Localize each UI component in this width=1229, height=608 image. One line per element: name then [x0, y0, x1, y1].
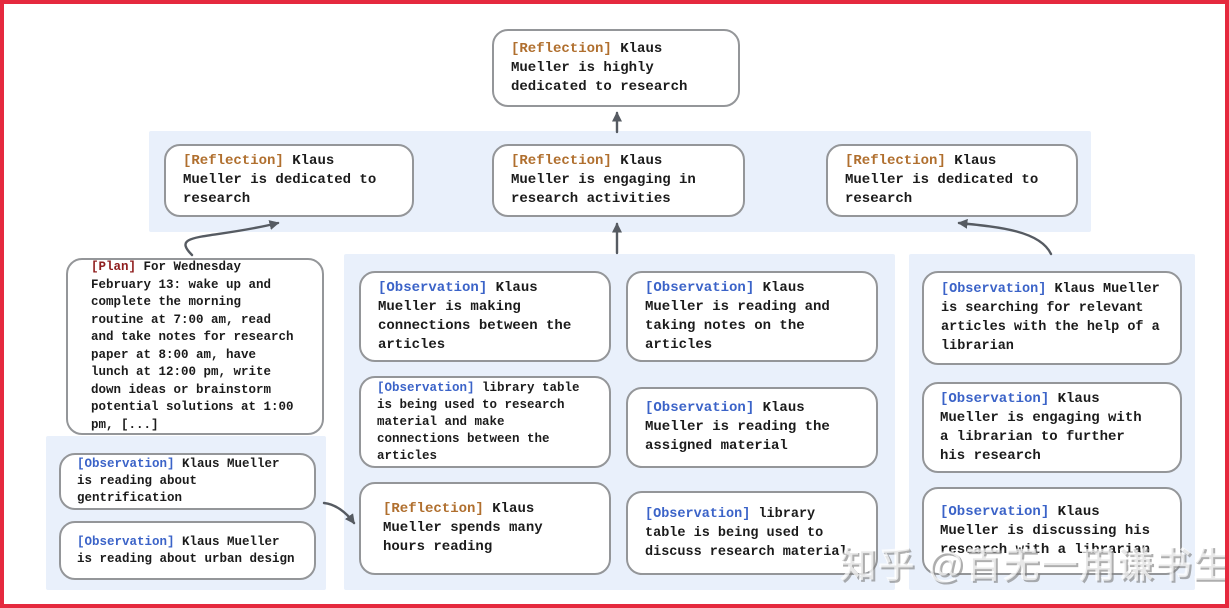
node-obs-making-connections: [Observation] Klaus Mueller is making co… — [359, 271, 611, 362]
node-text: [Observation] library table is being use… — [377, 380, 593, 465]
observation-tag: [Observation] — [940, 503, 1050, 520]
node-obs-library-research: [Observation] library table is being use… — [359, 376, 611, 468]
observation-tag: [Observation] — [77, 534, 175, 549]
node-body: Klaus Mueller is making connections betw… — [378, 279, 572, 353]
node-text: [Observation] Klaus Mueller is reading a… — [77, 534, 298, 568]
node-obs-gentrification: [Observation] Klaus Mueller is reading a… — [59, 453, 316, 510]
observation-tag: [Observation] — [77, 457, 175, 471]
node-text: [Reflection] Klaus Mueller is dedicated … — [183, 152, 395, 209]
observation-tag: [Observation] — [940, 390, 1050, 407]
node-obs-taking-notes: [Observation] Klaus Mueller is reading a… — [626, 271, 878, 362]
node-text: [Observation] Klaus Mueller is reading t… — [645, 399, 859, 456]
observation-tag: [Observation] — [645, 400, 755, 416]
node-obs-urban-design: [Observation] Klaus Mueller is reading a… — [59, 521, 316, 580]
node-body: Klaus Mueller is searching for relevant … — [941, 282, 1160, 354]
reflection-tag: [Reflection] — [511, 153, 612, 169]
node-body: library table is being used to research … — [377, 380, 580, 463]
node-body: library table is being used to discuss r… — [645, 506, 848, 560]
node-plan: [Plan] For Wednesday February 13: wake u… — [66, 258, 324, 435]
node-body: Klaus Mueller is reading the assigned ma… — [645, 400, 830, 454]
node-reflection-hours-reading: [Reflection] Klaus Mueller spends many h… — [359, 482, 611, 575]
node-row2-left-reflection: [Reflection] Klaus Mueller is dedicated … — [164, 144, 414, 217]
node-body: Klaus Mueller is engaging in research ac… — [511, 153, 696, 207]
node-top-reflection: [Reflection] Klaus Mueller is highly ded… — [492, 29, 740, 107]
node-text: [Reflection] Klaus Mueller is dedicated … — [845, 152, 1059, 209]
node-text: [Plan] For Wednesday February 13: wake u… — [91, 259, 299, 434]
reflection-tag: [Reflection] — [511, 40, 612, 57]
node-text: [Observation] Klaus Mueller is engaging … — [940, 390, 1154, 466]
node-text: [Observation] Klaus Mueller is making co… — [378, 279, 592, 355]
node-text: [Observation] Klaus Mueller is searching… — [941, 280, 1163, 356]
node-obs-assigned-material: [Observation] Klaus Mueller is reading t… — [626, 387, 878, 468]
reflection-tag: [Reflection] — [383, 501, 484, 517]
node-body: For Wednesday February 13: wake up and c… — [91, 260, 294, 432]
node-text: [Observation] Klaus Mueller is reading a… — [77, 456, 298, 507]
observation-tag: [Observation] — [941, 282, 1047, 297]
node-body: Klaus Mueller is reading about gentrific… — [77, 457, 280, 505]
node-text: [Reflection] Klaus Mueller is engaging i… — [511, 152, 726, 209]
node-text: [Reflection] Klaus Mueller is highly ded… — [511, 40, 721, 97]
node-body: Klaus Mueller is dedicated to research — [845, 153, 1039, 207]
node-body: Klaus Mueller is highly dedicated to res… — [511, 40, 688, 95]
node-body: Klaus Mueller spends many hours reading — [383, 501, 543, 555]
observation-tag: [Observation] — [378, 279, 488, 296]
node-body: Klaus Mueller is discussing his research… — [940, 503, 1151, 558]
node-text: [Reflection] Klaus Mueller spends many h… — [383, 500, 587, 557]
observation-tag: [Observation] — [377, 380, 475, 395]
node-text: [Observation] Klaus Mueller is discussin… — [940, 503, 1154, 560]
node-row2-mid-reflection: [Reflection] Klaus Mueller is engaging i… — [492, 144, 745, 217]
zhihu-watermark: 知乎 @百无一用谦书生 — [840, 544, 1229, 585]
reflection-tag: [Reflection] — [183, 153, 284, 169]
node-obs-library-discuss: [Observation] library table is being use… — [626, 491, 878, 575]
plan-tag: [Plan] — [91, 260, 137, 274]
node-body: Klaus Mueller is engaging with a librari… — [940, 390, 1142, 464]
observation-tag: [Observation] — [645, 279, 755, 296]
reflection-tag: [Reflection] — [845, 153, 946, 169]
node-obs-searching-articles: [Observation] Klaus Mueller is searching… — [922, 271, 1182, 365]
node-text: [Observation] library table is being use… — [645, 505, 859, 562]
node-row2-right-reflection: [Reflection] Klaus Mueller is dedicated … — [826, 144, 1078, 217]
node-obs-engaging-librarian: [Observation] Klaus Mueller is engaging … — [922, 382, 1182, 473]
node-body: Klaus Mueller is reading about urban des… — [77, 534, 295, 566]
observation-tag: [Observation] — [645, 506, 751, 522]
node-text: [Observation] Klaus Mueller is reading a… — [645, 279, 859, 355]
node-obs-discussing-librarian: [Observation] Klaus Mueller is discussin… — [922, 487, 1182, 575]
node-body: Klaus Mueller is reading and taking note… — [645, 279, 830, 353]
node-body: Klaus Mueller is dedicated to research — [183, 153, 377, 207]
